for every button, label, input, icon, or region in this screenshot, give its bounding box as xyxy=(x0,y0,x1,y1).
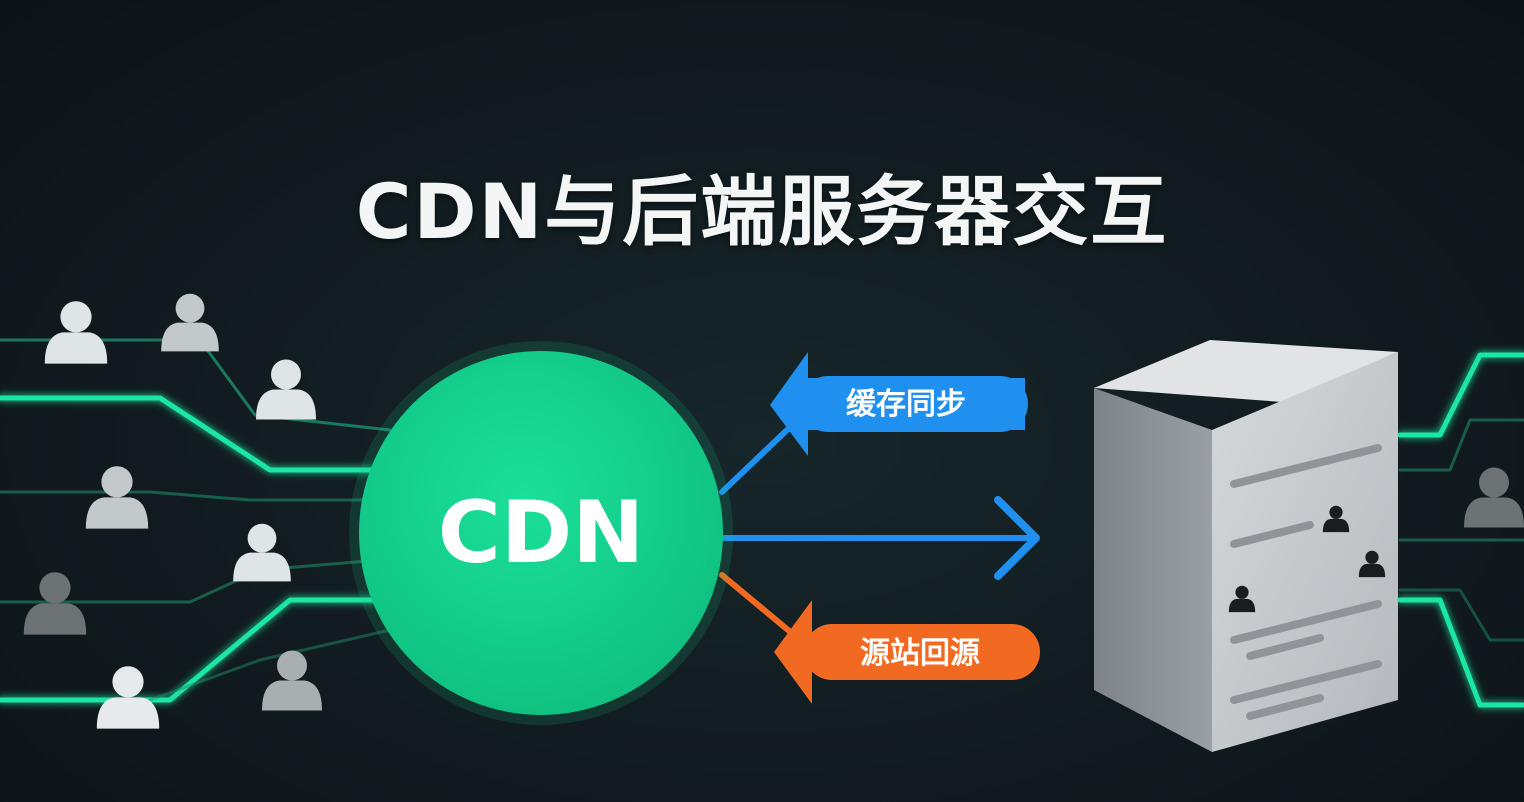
network-lines-right xyxy=(1397,352,1524,708)
network-line xyxy=(0,597,393,703)
cache-sync-label: 缓存同步 xyxy=(846,387,966,422)
user-icon xyxy=(96,666,160,729)
origin-pull-label: 源站回源 xyxy=(860,636,980,671)
user-icon xyxy=(44,301,108,364)
user-icon xyxy=(161,293,219,352)
user-icon xyxy=(233,523,291,582)
cdn-node: CDN xyxy=(349,341,733,725)
user-icon xyxy=(1464,467,1524,528)
user-icon xyxy=(256,359,316,420)
cdn-label: CDN xyxy=(438,483,644,583)
network-line xyxy=(0,558,382,604)
page-title: CDN与后端服务器交互 xyxy=(355,167,1169,256)
user-icon xyxy=(85,466,149,529)
server-icon xyxy=(1094,340,1398,752)
user-icon xyxy=(262,650,322,711)
request-arrow xyxy=(719,496,1040,580)
origin-pull-arrow: 源站回源 xyxy=(719,572,1040,704)
network-line xyxy=(1398,588,1524,642)
network-line xyxy=(1398,418,1524,472)
network-line xyxy=(0,490,372,502)
network-line xyxy=(0,395,403,473)
network-line xyxy=(1397,352,1524,438)
network-line xyxy=(1397,597,1524,708)
user-cluster xyxy=(23,293,322,729)
cache-sync-arrow: 缓存同步 xyxy=(719,352,1028,495)
network-line xyxy=(148,628,392,702)
network-lines-left xyxy=(0,338,403,703)
